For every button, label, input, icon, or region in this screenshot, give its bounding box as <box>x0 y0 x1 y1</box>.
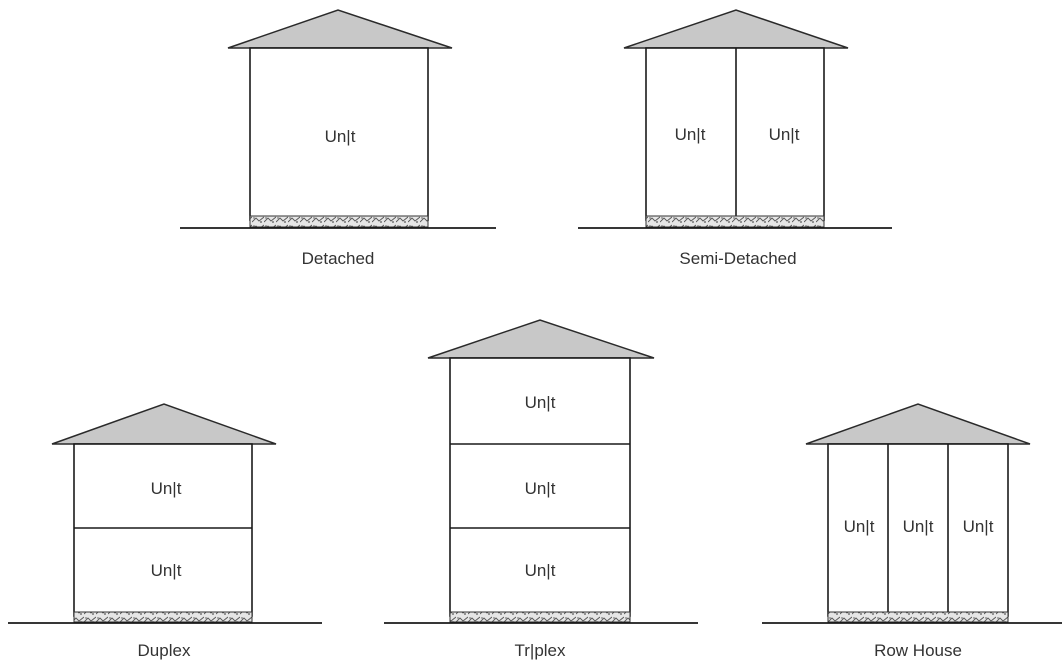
unit-label: Un|t <box>525 393 556 412</box>
foundation <box>73 611 253 623</box>
unit-label: Un|t <box>325 127 356 146</box>
house-row-house: Un|t Un|t Un|t Row House <box>762 403 1062 660</box>
house-caption: Semi-Detached <box>679 249 796 268</box>
house-duplex: Un|t Un|t Duplex <box>8 403 322 660</box>
house-body <box>249 47 429 221</box>
house-triplex: Un|t Un|t Un|t Tr|plex <box>384 319 698 660</box>
house-semi-detached: Un|t Un|t Semi-Detached <box>578 9 892 268</box>
foundation <box>249 215 429 228</box>
house-body <box>449 357 631 617</box>
unit-label: Un|t <box>903 517 934 536</box>
roof <box>623 9 849 49</box>
house-caption: Detached <box>302 249 375 268</box>
foundation <box>827 611 1009 623</box>
roof <box>51 403 277 445</box>
unit-label: Un|t <box>844 517 875 536</box>
house-body <box>645 47 825 221</box>
unit-label: Un|t <box>675 125 706 144</box>
foundation <box>645 215 825 228</box>
foundation <box>449 611 631 623</box>
unit-label: Un|t <box>769 125 800 144</box>
unit-label: Un|t <box>151 561 182 580</box>
unit-label: Un|t <box>525 479 556 498</box>
roof <box>805 403 1031 445</box>
house-caption: Duplex <box>138 641 191 660</box>
house-caption: Tr|plex <box>514 641 566 660</box>
roof <box>227 9 453 49</box>
house-body <box>73 443 253 617</box>
house-caption: Row House <box>874 641 962 660</box>
unit-label: Un|t <box>151 479 182 498</box>
house-body <box>827 443 1009 617</box>
unit-label: Un|t <box>963 517 994 536</box>
house-detached: Un|t Detached <box>180 9 496 268</box>
roof <box>427 319 655 359</box>
unit-label: Un|t <box>525 561 556 580</box>
